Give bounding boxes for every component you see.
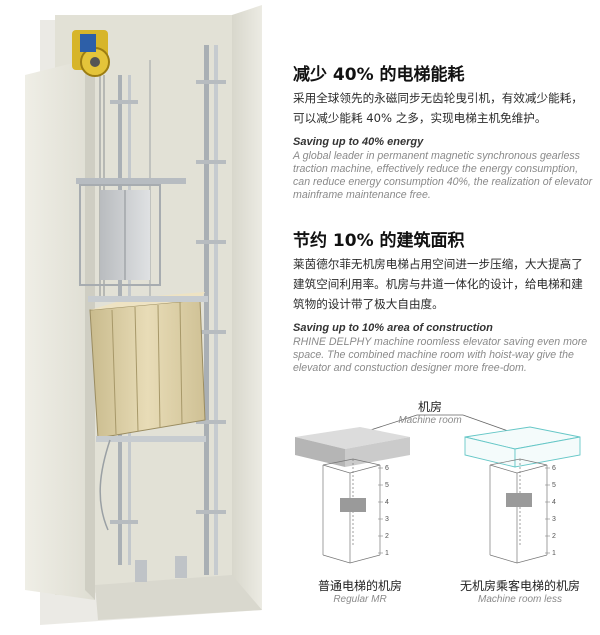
floor-number: 3 xyxy=(552,516,556,523)
regular-mr-caption-en: Regular MR xyxy=(333,594,387,605)
area-saving-heading: 节约 10% 的建筑面积 xyxy=(293,231,465,251)
area-saving-section: 节约 10% 的建筑面积 莱茵德尔菲无机房电梯占用空间进一步压缩，大大提高了建筑… xyxy=(293,226,593,375)
area-saving-body-cn: 莱茵德尔菲无机房电梯占用空间进一步压缩，大大提高了建筑空间利用率。机房与井道一体… xyxy=(293,257,583,311)
floor-number: 5 xyxy=(552,482,556,489)
energy-saving-section: 减少 40% 的电梯能耗 采用全球领先的永磁同步无齿轮曳引机，有效减少能耗，可以… xyxy=(293,60,593,202)
energy-saving-heading: 减少 40% 的电梯能耗 xyxy=(293,65,465,85)
regular-machine-room-box xyxy=(295,427,410,467)
area-saving-title-en: Saving up to 10% area of construction xyxy=(293,322,493,334)
area-saving-body-en: RHINE DELPHY machine roomless elevator s… xyxy=(293,336,588,374)
machine-room-comparison-diagram: 1 2 3 4 5 6 1 2 3 4 5 6 xyxy=(295,414,581,564)
machine-room-label-en: Machine room xyxy=(398,415,462,426)
mrl-floor-markers: 1 2 3 4 5 6 xyxy=(545,465,556,557)
energy-saving-body-en: A global leader in permanent magnetic sy… xyxy=(293,150,593,201)
floor-number: 2 xyxy=(385,533,389,540)
regular-shaft xyxy=(322,458,381,564)
regular-mr-caption-cn: 普通电梯的机房 xyxy=(317,579,402,593)
regular-car xyxy=(340,498,366,512)
floor-number: 2 xyxy=(552,533,556,540)
floor-number: 4 xyxy=(385,499,389,506)
elevator-shaft-illustration xyxy=(25,5,262,625)
floor-number: 3 xyxy=(385,516,389,523)
regular-mr-caption: 普通电梯的机房 Regular MR xyxy=(295,577,425,605)
mrl-car xyxy=(506,493,532,507)
mrl-machine-room-box xyxy=(464,426,581,468)
mrl-shaft xyxy=(489,458,548,564)
mrl-caption: 无机房乘客电梯的机房 Machine room less xyxy=(445,577,595,605)
floor-number: 5 xyxy=(385,482,389,489)
floor-number: 6 xyxy=(552,465,556,472)
mrl-caption-cn: 无机房乘客电梯的机房 xyxy=(459,579,580,593)
energy-saving-title-en: Saving up to 40% energy xyxy=(293,136,424,148)
energy-saving-body-cn: 采用全球领先的永磁同步无齿轮曳引机，有效减少能耗，可以减少能耗 40% 之多，实… xyxy=(293,91,583,125)
floor-number: 1 xyxy=(552,550,556,557)
machine-room-label: 机房 Machine room xyxy=(385,398,475,426)
regular-floor-markers: 1 2 3 4 5 6 xyxy=(378,465,389,557)
floor-number: 4 xyxy=(552,499,556,506)
floor-number: 6 xyxy=(385,465,389,472)
mrl-caption-en: Machine room less xyxy=(478,594,562,605)
machine-room-label-cn: 机房 xyxy=(417,400,442,414)
floor-number: 1 xyxy=(385,550,389,557)
